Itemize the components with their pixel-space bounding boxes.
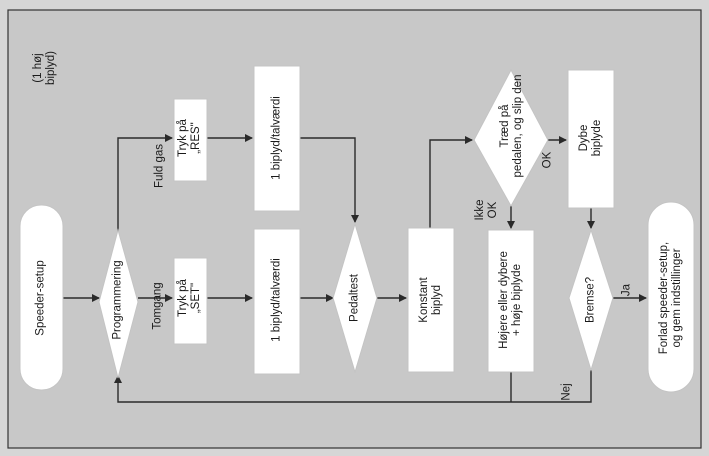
start-terminator [19,204,64,391]
note-label: (1 høj biplyd) [32,51,57,85]
step-pedal-decision [473,68,549,208]
arrow-beep-top-to-pedaltest [300,137,359,223]
deep-beeps-box [567,69,615,209]
loop-back-line [114,370,592,403]
press-res-label: Tryk på „RES" [177,119,202,157]
constant-beep-label: Konstant biplyd [418,277,443,323]
pedal-test-decision [332,222,378,374]
step-pedal-label: Træd på pedalen, og slip den [499,74,524,178]
higher-lower-box [487,229,535,373]
programming-decision [98,228,139,379]
pedal-test-label: Pedaltest [348,274,361,322]
constant-beep-box [407,227,455,373]
press-res-box [173,98,208,182]
exit-terminator [647,201,695,393]
idle-label: Tomgang [151,282,164,330]
press-set-box [173,257,208,345]
higher-lower-label: Højere eller dybere + høje biplyde [498,251,523,349]
not-ok-label: Ikke OK [474,199,499,221]
press-set-label: Tryk på „SET" [177,279,202,317]
no-label: Nej [560,383,573,401]
exit-label: Forlad speeder-setup, og gem indstilling… [658,241,683,355]
ok-label: OK [541,151,554,169]
yes-label: Ja [620,283,633,297]
beep-value-box-top [253,65,301,212]
arrow-programming-to-res [117,134,173,232]
beep-value-bottom-label: 1 biplyd/talværdi [270,258,283,342]
start-label: Speeder-setup [34,260,47,336]
full-gas-label: Fuld gas [153,143,166,189]
brake-decision [568,228,614,372]
beep-value-top-label: 1 biplyd/talværdi [270,96,283,180]
brake-label: Bremse? [584,276,597,324]
programming-label: Programmering [111,260,124,340]
arrow-constant-to-step [429,136,473,228]
deep-beeps-label: Dybe biplyde [578,119,603,157]
beep-value-box-bottom [253,228,301,375]
